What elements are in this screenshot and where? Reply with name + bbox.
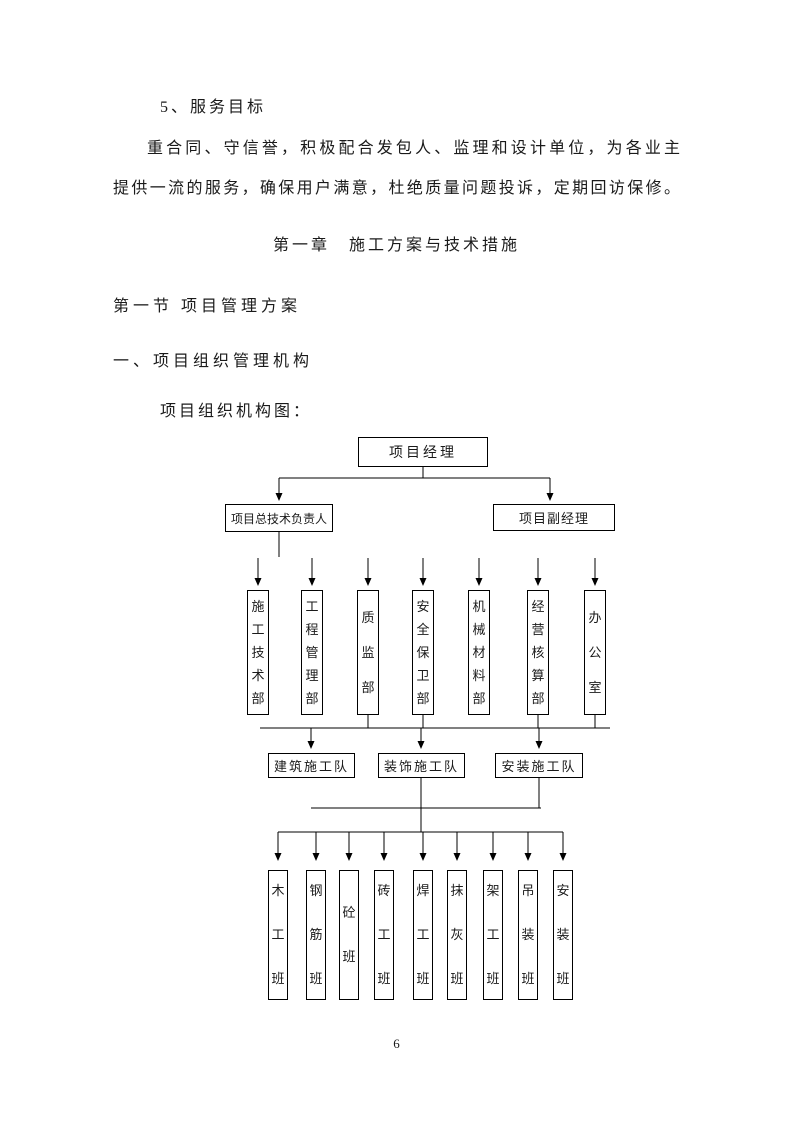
figure-caption: 项目组织机构图： xyxy=(160,403,313,420)
deputy-manager-box: 项目副经理 xyxy=(493,504,615,531)
paragraph-line-2: 提供一流的服务，确保用户满意，杜绝质量问题投诉，定期回访保修。 xyxy=(113,180,680,197)
crew-box-bricklaying: 砖工班 xyxy=(374,870,394,1000)
team-box-building: 建筑施工队 xyxy=(268,753,355,778)
crew-label: 焊工班 xyxy=(416,883,430,986)
crew-label: 安装班 xyxy=(556,883,570,986)
department-label: 安全保卫部 xyxy=(416,599,430,706)
department-label: 经营核算部 xyxy=(531,599,545,706)
technical-director-box: 项目总技术负责人 xyxy=(225,504,333,532)
department-label: 质监部 xyxy=(361,610,375,695)
department-box-machinery-materials: 机械材料部 xyxy=(468,590,490,715)
crew-box-scaffolding: 架工班 xyxy=(483,870,503,1000)
project-manager-box: 项目经理 xyxy=(358,437,488,467)
team-box-decoration: 装饰施工队 xyxy=(378,753,465,778)
crew-box-welding: 焊工班 xyxy=(413,870,433,1000)
chapter-heading: 第一章 施工方案与技术措施 xyxy=(272,237,520,254)
crew-box-rigging: 吊装班 xyxy=(518,870,538,1000)
department-box-quality: 质监部 xyxy=(357,590,379,715)
crew-label: 木工班 xyxy=(271,883,285,986)
crew-box-carpentry: 木工班 xyxy=(268,870,288,1000)
crew-box-plastering: 抹灰班 xyxy=(447,870,467,1000)
department-box-office: 办公室 xyxy=(584,590,606,715)
department-label: 工程管理部 xyxy=(305,599,319,706)
department-label: 办公室 xyxy=(588,610,602,695)
crew-box-concrete: 砼 班 xyxy=(339,870,369,1000)
subsection-heading: 一、项目组织管理机构 xyxy=(113,353,314,370)
crew-label: 吊装班 xyxy=(521,883,535,986)
service-goal-heading: 5、服务目标 xyxy=(160,99,267,116)
team-box-installation: 安装施工队 xyxy=(495,753,583,778)
department-label: 施工技术部 xyxy=(251,599,265,706)
page-number: 6 xyxy=(393,1036,400,1051)
crew-box-installation: 安装班 xyxy=(553,870,573,1000)
crew-box-rebar: 钢筋班 xyxy=(306,870,326,1000)
crew-label: 砖工班 xyxy=(377,883,391,986)
org-chart: 项目经理 项目总技术负责人 项目副经理 施工技术部 工程管理部 质监部 安全保卫… xyxy=(0,430,793,1022)
crew-label: 架工班 xyxy=(486,883,500,986)
paragraph-line-1: 重合同、守信誉，积极配合发包人、监理和设计单位，为各业主 xyxy=(147,140,680,157)
crew-label: 钢筋班 xyxy=(309,883,323,986)
department-box-construction-tech: 施工技术部 xyxy=(247,590,269,715)
org-chart-connectors xyxy=(254,467,610,861)
crew-label: 抹灰班 xyxy=(450,883,464,986)
department-label: 机械材料部 xyxy=(472,599,486,706)
section-heading: 第一节 项目管理方案 xyxy=(113,298,302,315)
crew-label: 砼 班 xyxy=(342,905,369,964)
department-box-safety: 安全保卫部 xyxy=(412,590,434,715)
department-box-engineering-mgmt: 工程管理部 xyxy=(301,590,323,715)
department-box-accounting: 经营核算部 xyxy=(527,590,549,715)
